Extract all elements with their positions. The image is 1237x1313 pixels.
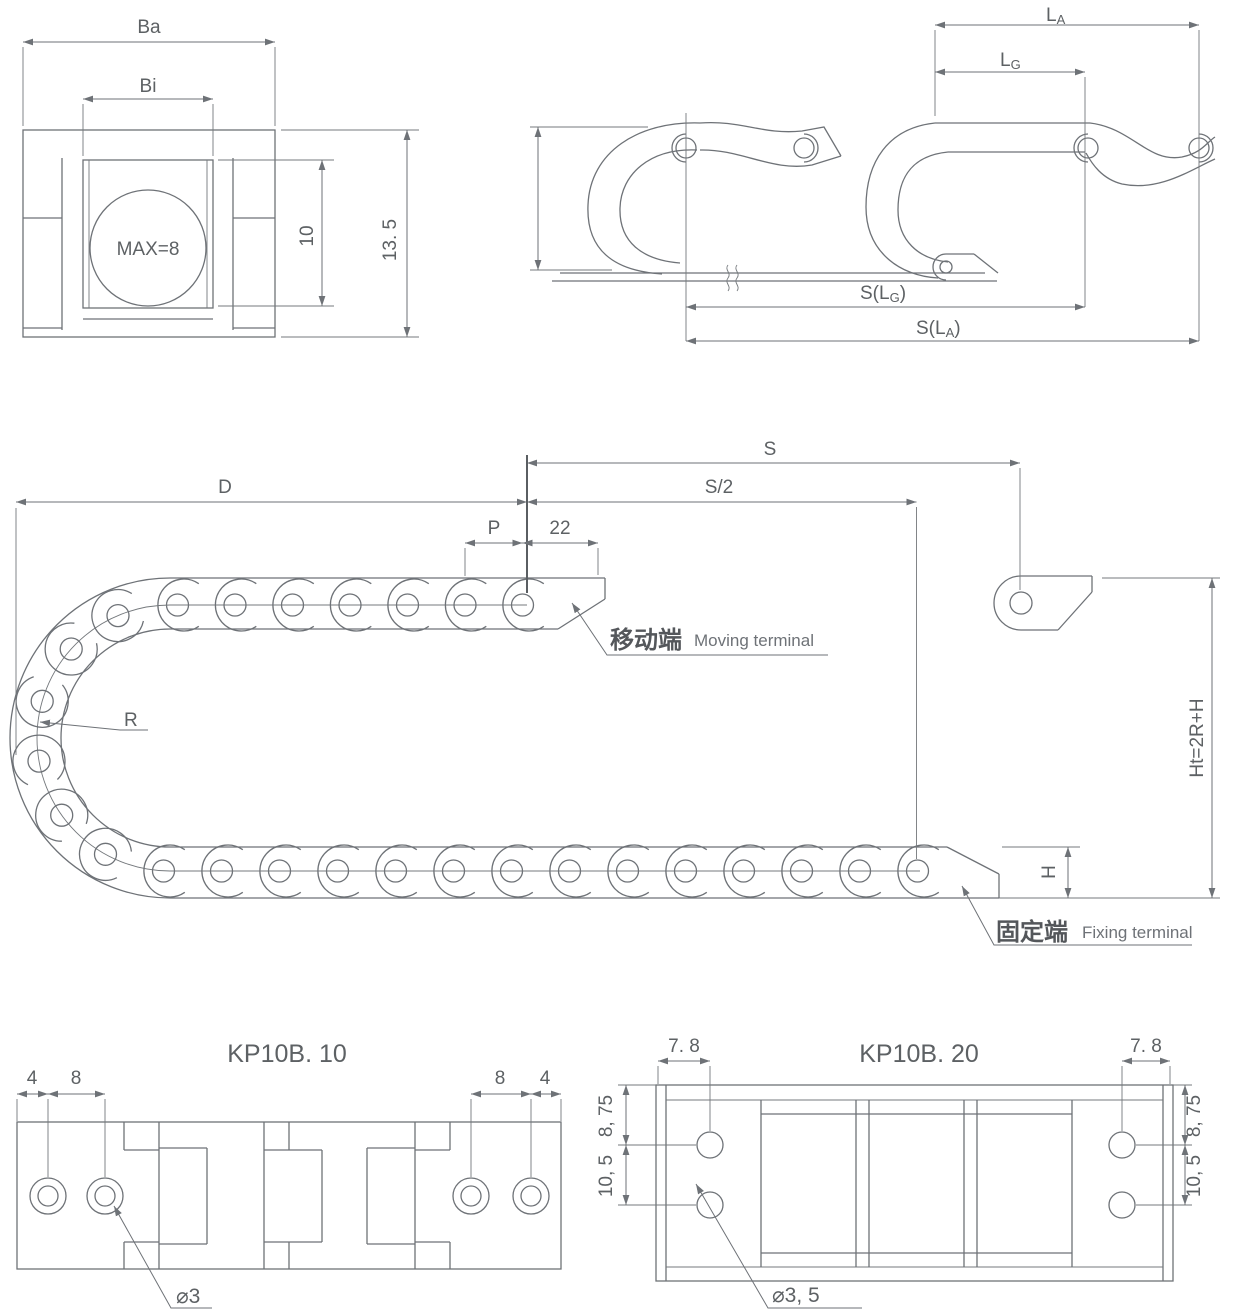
cross-section-outline bbox=[22, 129, 276, 338]
chain-bottom-row bbox=[143, 844, 1220, 899]
lg-label: LG bbox=[1000, 50, 1021, 72]
stroke-side-view: LA LG S(LG) S(LA) bbox=[530, 5, 1216, 345]
svg-text:7. 8: 7. 8 bbox=[1130, 1036, 1162, 1057]
main-side-view: D S S/2 P 22 R Ht=2R+H bbox=[9, 439, 1220, 946]
svg-text:Ht=2R+H: Ht=2R+H bbox=[1187, 698, 1208, 777]
dimension-bi: Bi bbox=[82, 76, 214, 156]
svg-text:H: H bbox=[1039, 865, 1060, 879]
dimension-chain-height bbox=[530, 126, 648, 271]
hinge-joint-left bbox=[123, 1122, 208, 1269]
svg-text:Moving terminal: Moving terminal bbox=[694, 631, 814, 650]
s-lg-label: S(LG) bbox=[860, 283, 906, 305]
svg-text:⌀3: ⌀3 bbox=[176, 1285, 200, 1308]
svg-text:Fixing terminal: Fixing terminal bbox=[1082, 923, 1193, 942]
svg-text:⌀3, 5: ⌀3, 5 bbox=[772, 1284, 820, 1307]
fixing-hole bbox=[939, 260, 953, 274]
svg-text:D: D bbox=[218, 477, 232, 498]
moving-terminal-callout: 移动端 Moving terminal bbox=[571, 602, 828, 656]
curled-chain-left bbox=[587, 121, 842, 275]
kp10b20-hole-callout: ⌀3, 5 bbox=[695, 1183, 862, 1309]
dimension-ba: Ba bbox=[22, 17, 276, 126]
svg-text:S: S bbox=[764, 439, 777, 460]
kp10b20-dimensions-left: 8, 75 10, 5 bbox=[596, 1084, 696, 1206]
cable-cavity-circle bbox=[89, 189, 207, 307]
dimension-s-la: S(LA) bbox=[686, 318, 1199, 345]
dimension-ht: Ht=2R+H bbox=[1102, 577, 1220, 898]
break-symbol bbox=[726, 264, 730, 292]
svg-text:10, 5: 10, 5 bbox=[596, 1155, 617, 1197]
s-la-label: S(LA) bbox=[916, 318, 961, 340]
svg-text:移动端: 移动端 bbox=[610, 627, 682, 654]
cavity-max-label: MAX=8 bbox=[117, 239, 180, 260]
svg-text:S/2: S/2 bbox=[705, 477, 734, 498]
svg-text:7. 8: 7. 8 bbox=[668, 1036, 700, 1057]
break-symbol bbox=[735, 264, 739, 292]
dimension-p-and-22: P 22 bbox=[464, 455, 599, 593]
chain-top-row bbox=[157, 577, 606, 632]
kp10b20-dimensions-top: 7. 8 7. 8 bbox=[657, 1036, 1171, 1131]
fixing-terminal-callout: 固定端 Fixing terminal bbox=[961, 885, 1193, 946]
kp10b20-view: KP10B. 20 7. 8 bbox=[596, 1036, 1205, 1309]
svg-text:10, 5: 10, 5 bbox=[1184, 1155, 1205, 1197]
dimension-s-lg: S(LG) bbox=[685, 113, 1085, 341]
svg-text:4: 4 bbox=[27, 1068, 38, 1089]
bracket-hole bbox=[1009, 591, 1033, 615]
dimension-r: R bbox=[39, 710, 148, 731]
kp10b20-title: KP10B. 20 bbox=[859, 1040, 979, 1068]
kp10b20-dimensions-right: 8, 75 10, 5 bbox=[1136, 1084, 1205, 1206]
svg-text:Ba: Ba bbox=[137, 17, 161, 38]
pitch-line bbox=[36, 604, 171, 872]
svg-text:Bi: Bi bbox=[140, 76, 157, 97]
curled-chain-right bbox=[865, 122, 1216, 279]
kp10b10-dimensions: 4 8 8 4 bbox=[16, 1068, 562, 1177]
svg-text:8, 75: 8, 75 bbox=[596, 1095, 617, 1137]
dimension-cavity-height-10: 10 bbox=[218, 159, 334, 307]
fixed-base-plate bbox=[552, 253, 999, 292]
dimension-lg: LG bbox=[935, 50, 1086, 307]
svg-text:P: P bbox=[488, 518, 501, 539]
svg-text:8: 8 bbox=[495, 1068, 506, 1089]
kp10b10-view: KP10B. 10 bbox=[16, 1040, 562, 1309]
svg-text:8: 8 bbox=[71, 1068, 82, 1089]
svg-text:固定端: 固定端 bbox=[996, 918, 1068, 946]
hinge-joint-center bbox=[263, 1122, 323, 1269]
kp10b10-hole-callout: ⌀3 bbox=[113, 1205, 212, 1309]
svg-text:13. 5: 13. 5 bbox=[380, 219, 401, 261]
svg-text:22: 22 bbox=[549, 518, 570, 539]
cross-section-view: MAX=8 Ba Bi 10 13. 5 bbox=[22, 17, 419, 338]
moving-terminal-chamfer bbox=[557, 598, 606, 630]
kp10b20-plate bbox=[655, 1084, 1174, 1282]
dimension-outer-height-13-5: 13. 5 bbox=[281, 129, 419, 338]
link-pin-hole bbox=[1077, 137, 1099, 159]
dimension-d: D bbox=[15, 477, 527, 755]
svg-text:8, 75: 8, 75 bbox=[1184, 1095, 1205, 1137]
la-label: LA bbox=[1046, 5, 1066, 27]
svg-text:4: 4 bbox=[540, 1068, 551, 1089]
moving-terminal-bracket-position bbox=[993, 575, 1093, 631]
dimension-h: H bbox=[1002, 846, 1080, 898]
fixing-terminal-chamfer bbox=[946, 846, 1000, 875]
dimension-la: LA bbox=[934, 5, 1200, 341]
svg-text:R: R bbox=[124, 710, 138, 731]
svg-text:10: 10 bbox=[297, 225, 318, 246]
hinge-joint-right bbox=[366, 1122, 451, 1269]
dimension-s: S bbox=[527, 439, 1021, 590]
chain-bend bbox=[9, 577, 171, 899]
dimension-s-half: S/2 bbox=[527, 477, 917, 859]
kp10b10-plate bbox=[16, 1121, 562, 1270]
kp10b10-title: KP10B. 10 bbox=[227, 1040, 347, 1068]
link-pin-hole bbox=[793, 137, 815, 159]
